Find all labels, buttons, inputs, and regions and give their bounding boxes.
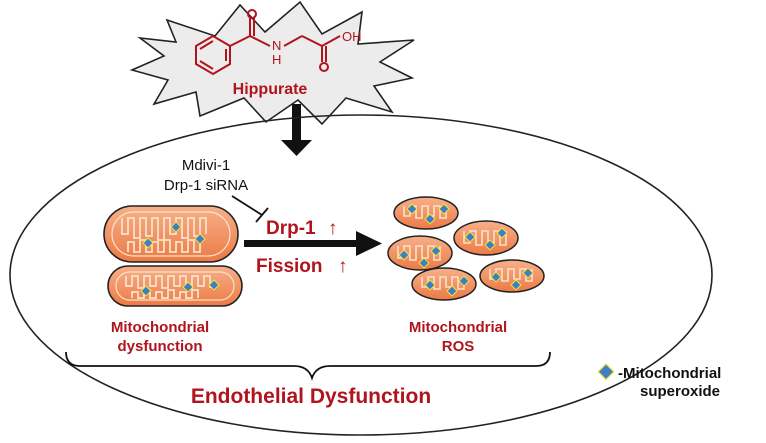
fission-arrow — [244, 231, 382, 256]
nh-n-label: N — [272, 38, 281, 53]
superoxide-markers-left — [140, 221, 220, 297]
left-label-line1: Mitochondrial — [111, 319, 209, 336]
hippurate-structure — [195, 9, 341, 76]
grouping-brace — [65, 351, 551, 381]
drp1-up-arrow: ↑ — [328, 218, 338, 239]
hippurate-title: Hippurate — [233, 81, 308, 98]
starburst-shape — [129, 0, 415, 126]
hippurate-arrow — [281, 104, 312, 156]
inhibitor-drp1-sirna: Drp-1 siRNA — [164, 177, 248, 194]
fission-up-arrow: ↑ — [338, 256, 348, 277]
outcome-label: Endothelial Dysfunction — [191, 385, 431, 408]
right-label-line2: ROS — [442, 338, 475, 355]
mitochondrion-elongated-2 — [107, 265, 243, 307]
legend-label-line1: -Mitochondrial — [618, 365, 721, 382]
legend-superoxide-swatch — [597, 363, 615, 381]
inhibition-line — [231, 195, 269, 223]
superoxide-markers-right — [398, 203, 534, 297]
nh-h-label: H — [272, 52, 281, 67]
fission-label: Fission — [256, 256, 323, 277]
left-label-line2: dysfunction — [118, 338, 203, 355]
inhibitor-mdivi: Mdivi-1 — [182, 157, 230, 174]
mitochondrion-elongated-1 — [103, 205, 239, 263]
cell-outline — [9, 114, 713, 436]
oh-label: OH — [342, 29, 362, 44]
drp1-label: Drp-1 — [266, 218, 316, 239]
right-label-line1: Mitochondrial — [409, 319, 507, 336]
legend: -Mitochondrial superoxide — [597, 363, 721, 400]
legend-label-line2: superoxide — [640, 383, 720, 400]
